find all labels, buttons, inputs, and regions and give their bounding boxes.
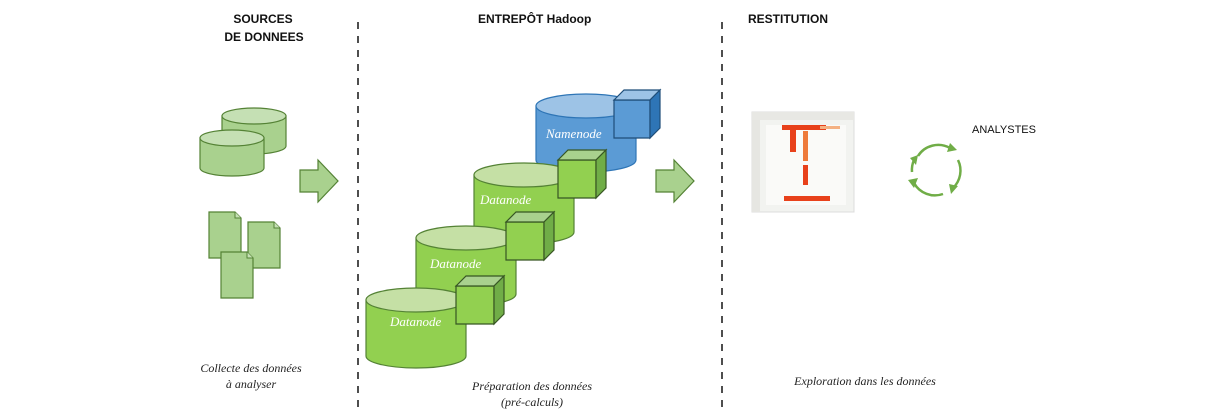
restitution-header: RESTITUTION <box>748 10 828 28</box>
warehouse-header: ENTREPÔT Hadoop <box>478 10 591 28</box>
sources-caption-line1: Collecte des données <box>200 361 302 375</box>
warehouse-header-text: ENTREPÔT Hadoop <box>478 12 592 26</box>
datanode-cube-icon-3 <box>454 274 506 326</box>
warehouse-caption-line2: (pré-calculs) <box>501 395 563 409</box>
analysts-label: ANALYSTES <box>972 124 1036 136</box>
flow-arrow-icon-1 <box>299 158 339 204</box>
sources-caption-line2: à analyser <box>225 377 277 391</box>
datanode-label-1: Datanode <box>479 192 532 207</box>
restitution-caption-line1: Exploration dans les données <box>794 374 936 388</box>
datanode-cylinder-3: Datanode <box>365 287 467 369</box>
source-database-icon-front <box>199 129 265 177</box>
source-document-icon-1 <box>208 211 242 259</box>
analysts-cycle-icon <box>908 143 962 197</box>
sources-header-line1: SOURCES <box>233 12 293 26</box>
datanode-cube-icon-2 <box>504 210 556 262</box>
namenode-cube-icon <box>612 88 662 140</box>
dashboard-thumbnail-image <box>751 111 855 213</box>
restitution-caption: Exploration dans les données <box>760 373 970 389</box>
warehouse-caption-line1: Préparation des données <box>472 379 592 393</box>
warehouse-caption: Préparation des données (pré-calculs) <box>452 378 612 410</box>
datanode-cube-icon-1 <box>556 148 608 200</box>
source-document-icon-3 <box>220 251 254 299</box>
sources-header-line2: DE DONNEES <box>224 30 304 44</box>
datanode-label-3: Datanode <box>389 314 442 329</box>
flow-arrow-icon-2 <box>655 158 695 204</box>
sources-header-2: DE DONNEES <box>216 28 312 46</box>
sources-caption: Collecte des données à analyser <box>176 360 326 392</box>
sources-header: SOURCES <box>228 10 298 28</box>
namenode-label: Namenode <box>545 126 602 141</box>
restitution-header-text: RESTITUTION <box>748 12 828 26</box>
datanode-label-2: Datanode <box>429 256 482 271</box>
